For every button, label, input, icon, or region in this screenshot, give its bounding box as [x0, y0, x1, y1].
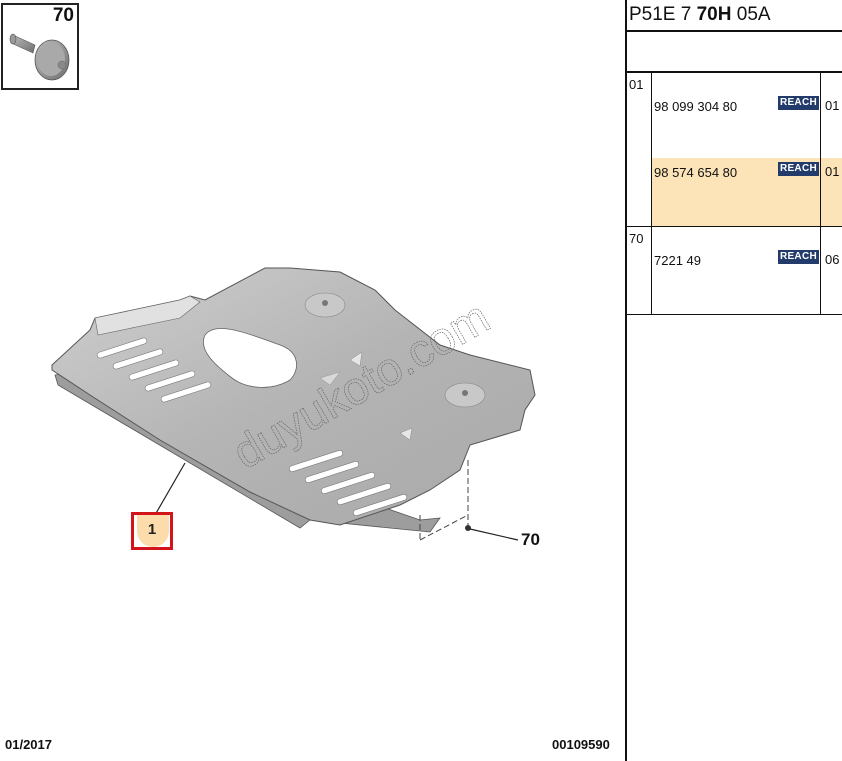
qty-cell: 01: [820, 158, 842, 227]
reach-badge: REACH: [777, 162, 819, 176]
diagram-date: 01/2017: [5, 737, 52, 752]
qty-cell: 06: [820, 226, 842, 315]
part-cell[interactable]: 98 574 654 80 REACH: [651, 158, 821, 227]
part-cell[interactable]: 7221 49 REACH: [651, 226, 821, 315]
parts-diagram: 70: [1, 3, 610, 752]
undertray-shield-drawing: duyukoto.com: [51, 267, 536, 541]
ref-cell: 01: [627, 73, 652, 158]
reach-badge: REACH: [777, 96, 819, 110]
parts-table: 01 98 099 304 80 REACH 01 98 574 654 80 …: [627, 73, 842, 315]
illustration-id: 00109590: [552, 737, 610, 752]
callout-disc: [137, 515, 169, 547]
code-prefix: P51E 7: [629, 4, 697, 25]
thumbnail-ref: 70: [52, 5, 74, 26]
callout-1[interactable]: 1: [131, 512, 173, 550]
qty-cell: 01: [825, 98, 840, 113]
part-number[interactable]: 7221 49: [654, 253, 701, 268]
table-row[interactable]: 01 98 099 304 80 REACH 01: [627, 73, 842, 158]
callout-70[interactable]: 70: [521, 530, 540, 549]
code-suffix: 05A: [731, 4, 771, 25]
part-number[interactable]: 98 574 654 80: [654, 165, 738, 180]
part-cell[interactable]: 98 099 304 80 REACH: [651, 73, 821, 158]
code-bold: 70H: [696, 4, 732, 25]
reach-badge: REACH: [777, 250, 819, 264]
diagram-code: P51E 7 70H 05A: [627, 0, 842, 32]
callout-1-label: 1: [147, 521, 157, 538]
fastener-thumbnail[interactable]: 70: [1, 3, 79, 90]
table-row-highlighted[interactable]: 98 574 654 80 REACH 01: [627, 158, 842, 227]
blank-header-row: [627, 32, 842, 73]
ref-cell: [627, 158, 652, 227]
parts-panel: P51E 7 70H 05A 01 98 099 304 80 REACH 01…: [627, 0, 842, 315]
part-number[interactable]: 98 099 304 80: [654, 99, 738, 114]
table-row[interactable]: 70 7221 49 REACH 06: [627, 226, 842, 315]
fastener-bolt-icon: [9, 33, 70, 81]
ref-cell: 70: [627, 226, 652, 315]
panel-divider: [625, 0, 627, 761]
